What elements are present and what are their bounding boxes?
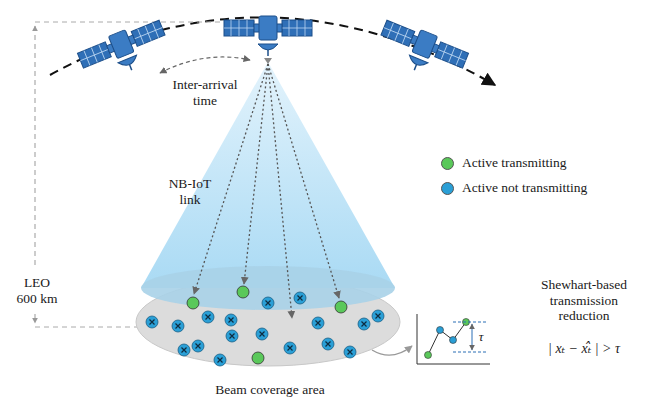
link-label: NB-IoT link [161, 176, 219, 207]
threshold-symbol: τ [479, 330, 484, 345]
legend-entry: Active transmitting [441, 155, 567, 171]
method-label: Shewhart-based transmission reduction [528, 277, 640, 324]
legend-text: Active not transmitting [462, 180, 587, 196]
legend-text: Active transmitting [462, 155, 567, 171]
legend-swatch [441, 182, 454, 195]
legend-swatch [441, 157, 454, 170]
legend-entry: Active not transmitting [441, 180, 587, 196]
altitude-label: LEO 600 km [13, 275, 61, 306]
area-label: Beam coverage area [215, 382, 324, 398]
threshold-formula: | xₜ − xₜ̂ | > τ [548, 341, 620, 357]
axis-label: Inter-arrival time [161, 77, 249, 108]
